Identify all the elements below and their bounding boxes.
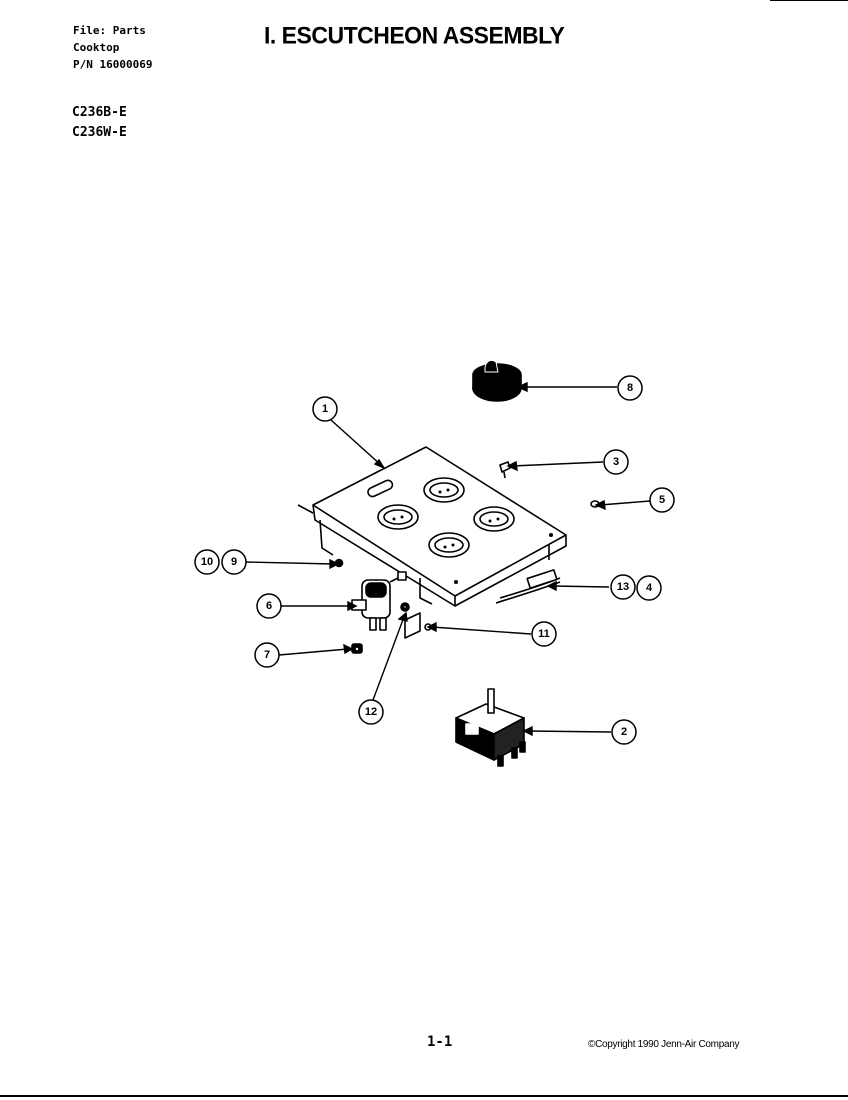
top-edge-line bbox=[770, 0, 848, 1]
callout-6: 6 bbox=[266, 600, 272, 612]
small-screw-3 bbox=[499, 461, 511, 479]
part-number-line: P/N 16000069 bbox=[73, 58, 153, 71]
callout-8: 8 bbox=[627, 382, 633, 394]
control-knob bbox=[472, 359, 522, 402]
product-line: Cooktop bbox=[73, 41, 120, 54]
callout-4: 4 bbox=[646, 582, 653, 594]
small-nut-7 bbox=[351, 643, 363, 654]
file-line: File: Parts bbox=[73, 24, 146, 37]
escutcheon-panel bbox=[312, 446, 567, 597]
callout-3: 3 bbox=[613, 456, 619, 468]
bottom-edge-line bbox=[0, 1095, 848, 1097]
copyright-notice: ©Copyright 1990 Jenn-Air Company bbox=[588, 1039, 740, 1050]
panel-slot bbox=[367, 479, 394, 498]
small-nut-12 bbox=[400, 602, 410, 612]
callout-13: 13 bbox=[617, 581, 629, 593]
callout-10: 10 bbox=[201, 556, 213, 568]
panel-front-edge bbox=[312, 504, 456, 607]
callout-11: 11 bbox=[538, 628, 550, 640]
callout-7: 7 bbox=[264, 649, 270, 661]
page-title: I. ESCUTCHEON ASSEMBLY bbox=[264, 21, 565, 49]
model-item: C236B-E bbox=[72, 105, 127, 120]
callout-2: 2 bbox=[621, 726, 627, 738]
burner-openings bbox=[377, 477, 515, 558]
page-number: 1-1 bbox=[427, 1034, 453, 1050]
callout-1: 1 bbox=[322, 403, 328, 415]
panel-right-edge bbox=[454, 535, 567, 607]
callout-5: 5 bbox=[659, 494, 665, 506]
callout-9: 9 bbox=[231, 556, 237, 568]
switch-block bbox=[455, 688, 526, 767]
callout-12: 12 bbox=[365, 706, 377, 718]
model-list: C236B-E C236W-E bbox=[72, 103, 127, 143]
file-header: File: Parts Cooktop P/N 16000069 bbox=[73, 22, 152, 73]
model-item: C236W-E bbox=[72, 125, 127, 140]
infinite-switch bbox=[351, 571, 407, 631]
